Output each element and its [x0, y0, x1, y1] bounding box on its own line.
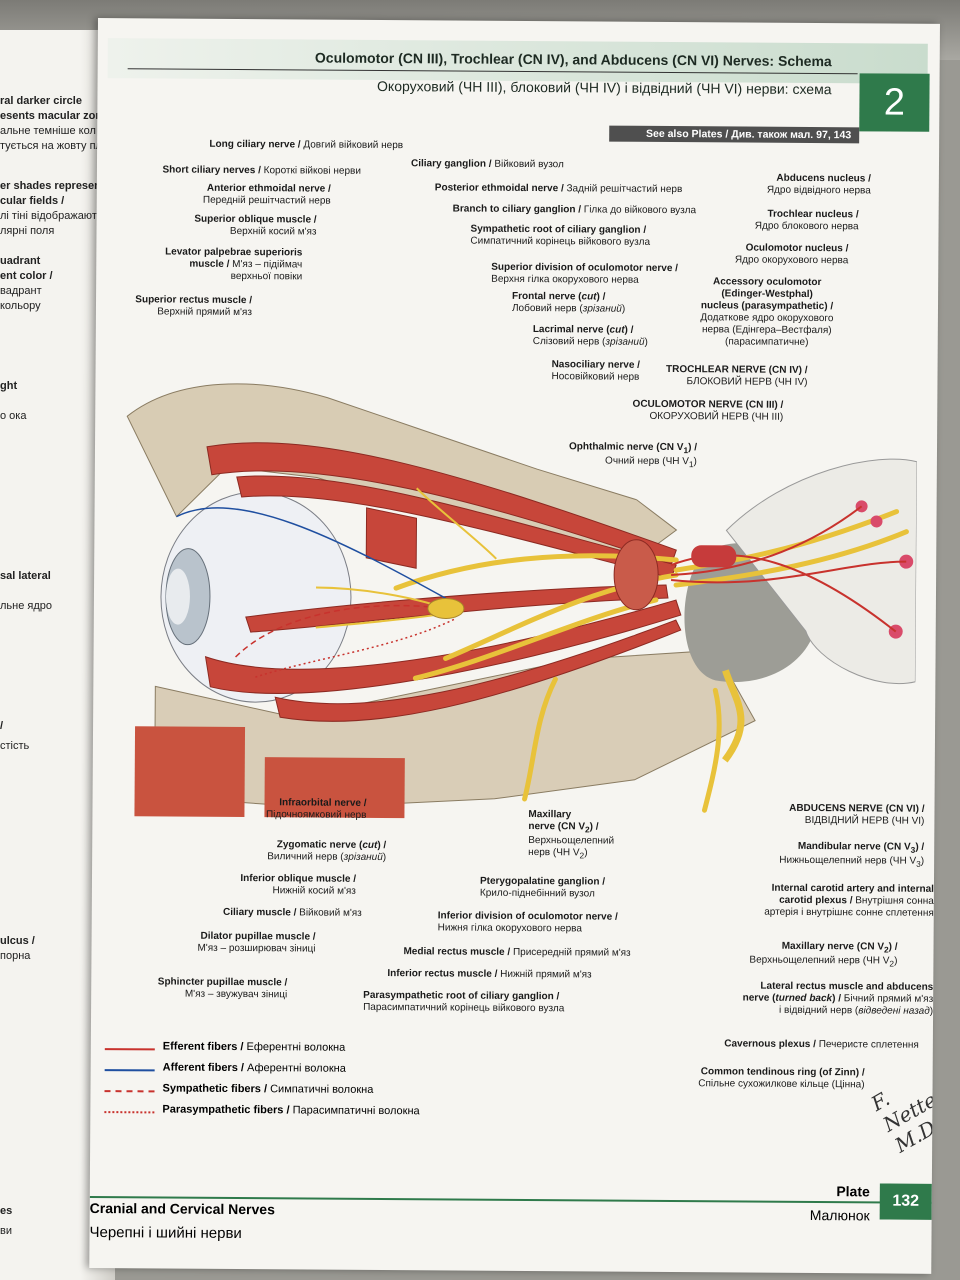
label-posterior-ethmoidal-nerve: Posterior ethmoidal nerve / Задній решіт…	[434, 182, 683, 196]
label-short-ciliary-nerves: Short ciliary nerves / Короткі війкові н…	[162, 164, 361, 177]
footer-plate-label: Plate	[836, 1183, 870, 1200]
left-page-text: стість	[0, 740, 30, 752]
book-page: Oculomotor (CN III), Trochlear (CN IV), …	[89, 18, 940, 1274]
left-page-text: /	[0, 720, 4, 732]
artist-signature: F. Netter M.D.	[866, 1082, 940, 1158]
left-page-text: о ока	[0, 410, 27, 422]
label-sympathetic-root: Sympathetic root of ciliary ganglion /Си…	[470, 223, 651, 248]
label-frontal-nerve: Frontal nerve (cut) / Лобовий нерв (зріз…	[511, 290, 626, 315]
left-page-text: esents macular zone	[0, 110, 109, 122]
left-page-text: ral darker circle	[0, 95, 82, 107]
label-mandibular-nerve: Mandibular nerve (CN V3) / Нижньощелепни…	[779, 840, 925, 869]
left-page-text: ent color /	[0, 270, 53, 282]
fiber-legend: Efferent fibers / Еферентні волокна Affe…	[104, 1040, 420, 1124]
label-dilator-pupillae: Dilator pupillae muscle /М'яз – розширюв…	[197, 930, 316, 955]
section-number-badge: 2	[859, 73, 930, 132]
left-page-text: кольору	[0, 300, 41, 312]
label-superior-rectus-muscle: Superior rectus muscle /Верхній прямий м…	[135, 294, 253, 319]
label-ophthalmic-nerve: Ophthalmic nerve (CN V1) / Очний нерв (Ч…	[568, 441, 698, 470]
footer-section-title-translation: Черепні і шийні нерви	[89, 1223, 242, 1243]
left-page-text: ght	[0, 380, 18, 392]
label-inferior-rectus-muscle: Inferior rectus muscle / Нижній прямий м…	[387, 968, 592, 981]
orbit-illustration	[114, 356, 918, 842]
page-title-translation: Окоруховий (ЧН III), блоковий (ЧН IV) і …	[377, 77, 832, 98]
see-also-bar: See also Plates / Див. також мал. 97, 14…	[609, 125, 860, 144]
label-accessory-oculomotor-nucleus: Accessory oculomotor(Edinger-Westphal)nu…	[700, 276, 834, 348]
legend-swatch-sympathetic	[104, 1090, 155, 1093]
legend-swatch-afferent	[104, 1069, 155, 1072]
left-page-text: uadrant	[0, 255, 41, 267]
left-page-text: er shades represent	[0, 180, 105, 192]
label-ciliary-ganglion: Ciliary ganglion / Війковий вузол	[410, 158, 564, 171]
label-cavernous-plexus: Cavernous plexus / Печеристе сплетення	[724, 1038, 919, 1051]
label-ciliary-muscle: Ciliary muscle / Війковий м'яз	[222, 906, 362, 919]
label-trochlear-nerve: TROCHLEAR NERVE (CN IV) /БЛОКОВИЙ НЕРВ (…	[666, 363, 808, 388]
label-trochlear-nucleus: Trochlear nucleus /Ядро блокового нерва	[754, 208, 859, 233]
label-parasympathetic-root: Parasympathetic root of ciliary ganglion…	[363, 989, 565, 1015]
eyeball	[160, 491, 352, 703]
left-page-text: cular fields /	[0, 195, 65, 207]
label-superior-oblique-muscle: Superior oblique muscle /Верхній косий м…	[194, 213, 317, 238]
label-superior-division-oculomotor: Superior division of oculomotor nerve /В…	[491, 261, 679, 286]
left-page-text: лі тіні відображають	[0, 210, 103, 222]
label-inferior-oblique-muscle: Inferior oblique muscle /Нижній косий м'…	[240, 873, 357, 897]
label-sphincter-pupillae: Sphincter pupillae muscle /М'яз – звужув…	[157, 976, 288, 1001]
label-common-tendinous-ring: Common tendinous ring (of Zinn) /Спільне…	[698, 1066, 865, 1091]
label-pterygopalatine-ganglion: Pterygopalatine ganglion /Крило-піднебін…	[479, 875, 606, 900]
label-branch-to-ciliary-ganglion: Branch to ciliary ganglion / Гілка до ві…	[452, 203, 697, 217]
left-page-text: льне ядро	[0, 600, 53, 612]
left-page-text: es	[0, 1205, 13, 1217]
left-page-text: альне темніше кол	[0, 125, 96, 137]
legend-swatch-parasympathetic	[104, 1111, 155, 1114]
label-nasociliary-nerve: Nasociliary nerve /Носовійковий нерв	[551, 359, 641, 383]
footer-section-title: Cranial and Cervical Nerves	[89, 1199, 275, 1218]
left-page-text: ви	[0, 1225, 12, 1237]
label-anterior-ethmoidal-nerve: Anterior ethmoidal nerve /Передній решіт…	[202, 182, 331, 207]
left-page-text: sal lateral	[0, 570, 51, 582]
left-page-text: лярні поля	[0, 225, 55, 237]
left-page-text: вадрант	[0, 285, 42, 297]
label-oculomotor-nucleus: Oculomotor nucleus /Ядро окорухового нер…	[734, 242, 849, 267]
label-zygomatic-nerve: Zygomatic nerve (cut) / Виличний нерв (з…	[267, 839, 387, 864]
left-page-text: порна	[0, 950, 31, 962]
left-page-text: тується на жовту пля	[0, 140, 108, 152]
footer-plate-label-translation: Малюнок	[809, 1206, 870, 1224]
label-infraorbital-nerve: Infraorbital nerve /Підочноямковий нерв	[265, 797, 367, 821]
legend-swatch-efferent	[104, 1048, 155, 1051]
label-lateral-rectus-abducens: Lateral rectus muscle and abducens nerve…	[742, 980, 934, 1017]
label-maxillary-nerve-v2: Maxillary nerve (CN V2) / Верхньощелепни…	[749, 940, 898, 969]
label-abducens-nucleus: Abducens nucleus /Ядро відвідного нерва	[766, 172, 871, 197]
label-inferior-division-oculomotor: Inferior division of oculomotor nerve /Н…	[437, 910, 618, 935]
label-oculomotor-nerve: OCULOMOTOR NERVE (CN III) /ОКОРУХОВИЙ НЕ…	[632, 398, 784, 423]
left-page-text: ulcus /	[0, 935, 35, 947]
label-abducens-nerve: ABDUCENS NERVE (CN VI) /ВІДВІДНИЙ НЕРВ (…	[789, 802, 925, 827]
label-medial-rectus-muscle: Medial rectus muscle / Присередній прями…	[403, 946, 631, 959]
plate-number: 132	[879, 1183, 932, 1220]
label-long-ciliary-nerve: Long ciliary nerve / Довгий війковий нер…	[209, 138, 404, 152]
label-lacrimal-nerve: Lacrimal nerve (cut) / Слізовий нерв (зр…	[532, 324, 648, 348]
